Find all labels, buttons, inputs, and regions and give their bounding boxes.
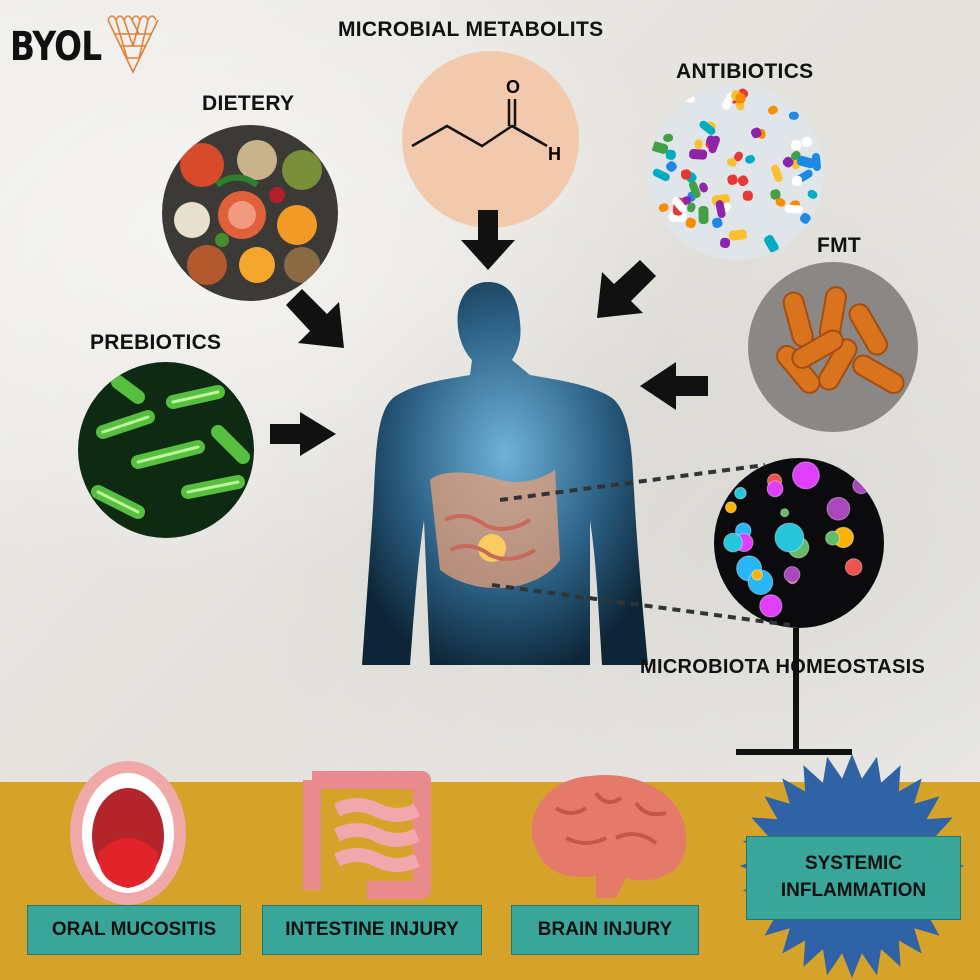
- pill: [806, 228, 820, 246]
- pill: [658, 203, 669, 212]
- pills-icon: [649, 85, 824, 260]
- pill: [689, 148, 708, 160]
- systemic-line1: SYSTEMIC: [804, 853, 903, 875]
- pill: [734, 151, 743, 162]
- pill: [767, 105, 778, 115]
- pill: [745, 155, 756, 164]
- pill: [650, 141, 669, 154]
- systemic-line2: INFLAMMATION: [780, 880, 927, 901]
- pill: [775, 197, 786, 207]
- microbe: [751, 569, 763, 581]
- pill: [688, 180, 701, 199]
- microbe: [780, 508, 790, 518]
- pill: [811, 153, 822, 171]
- pill: [726, 158, 737, 167]
- pill: [715, 200, 726, 219]
- pill: [699, 182, 708, 193]
- label-dietery: DIETERY: [202, 92, 295, 115]
- microbe: [825, 530, 841, 546]
- pill: [698, 205, 709, 225]
- badge-oral-mucositis: ORAL MUCOSITIS: [27, 905, 241, 955]
- intestine-icon: [297, 760, 437, 905]
- pill: [784, 204, 803, 214]
- pill: [662, 95, 673, 107]
- label-microbiota-homeostasis: MICROBIOTA HOMEOSTASIS: [640, 656, 926, 678]
- pill: [728, 229, 747, 241]
- microbe: [826, 496, 851, 521]
- pill: [680, 169, 692, 180]
- pill: [719, 237, 731, 249]
- microbes-icon: [714, 458, 884, 628]
- pill: [686, 202, 696, 213]
- microbe: [783, 566, 801, 583]
- pill: [694, 139, 703, 150]
- badge-intestine-injury: INTESTINE INJURY: [262, 905, 482, 955]
- label-fmt: FMT: [817, 234, 862, 257]
- pill: [737, 175, 749, 187]
- label-prebiotics: PREBIOTICS: [90, 331, 222, 354]
- pill: [663, 133, 674, 142]
- label-microbial-metabolits: MICROBIAL METABOLITS: [338, 18, 604, 41]
- mouth-icon: [68, 758, 188, 908]
- brain-icon: [516, 768, 696, 908]
- microbe: [766, 480, 784, 498]
- pill: [677, 85, 691, 100]
- pill: [652, 168, 670, 182]
- oxygen-atom: O: [506, 77, 521, 97]
- capsules-icon: [748, 262, 918, 432]
- pill: [727, 174, 738, 185]
- pill: [668, 211, 688, 223]
- pill: [771, 164, 783, 183]
- bacteria-icon: [78, 362, 254, 538]
- pill: [699, 120, 716, 135]
- pill: [788, 111, 799, 120]
- label-antibiotics: ANTIBIOTICS: [676, 60, 814, 83]
- pill: [792, 175, 803, 186]
- microbe: [852, 476, 870, 495]
- pill: [665, 149, 676, 160]
- pill: [735, 93, 746, 104]
- pill: [770, 189, 781, 200]
- hydrogen-atom: H: [548, 144, 561, 164]
- pill: [807, 189, 818, 199]
- microbe: [724, 501, 737, 514]
- microbe: [759, 594, 783, 618]
- microbe: [844, 558, 863, 576]
- pill: [790, 139, 802, 151]
- pill: [666, 161, 677, 172]
- pill: [801, 136, 813, 148]
- food-icon: [162, 125, 338, 301]
- pill: [685, 217, 696, 229]
- pill: [672, 197, 687, 213]
- badge-brain-injury: BRAIN INJURY: [511, 905, 699, 955]
- microbe: [774, 522, 805, 553]
- pill: [782, 156, 794, 168]
- pill: [799, 213, 811, 224]
- pill: [708, 135, 720, 154]
- microbe: [723, 532, 743, 553]
- badge-systemic-inflammation: SYSTEMIC INFLAMMATION: [746, 836, 961, 920]
- pill: [750, 127, 762, 139]
- microbe: [734, 486, 747, 500]
- pill: [764, 235, 779, 253]
- pill: [663, 106, 673, 117]
- pill: [796, 155, 816, 169]
- microbe: [791, 461, 820, 490]
- brand-name: BYOL: [10, 24, 102, 70]
- pill: [712, 217, 723, 229]
- molecule-icon: O H: [402, 51, 579, 228]
- pill: [742, 190, 753, 201]
